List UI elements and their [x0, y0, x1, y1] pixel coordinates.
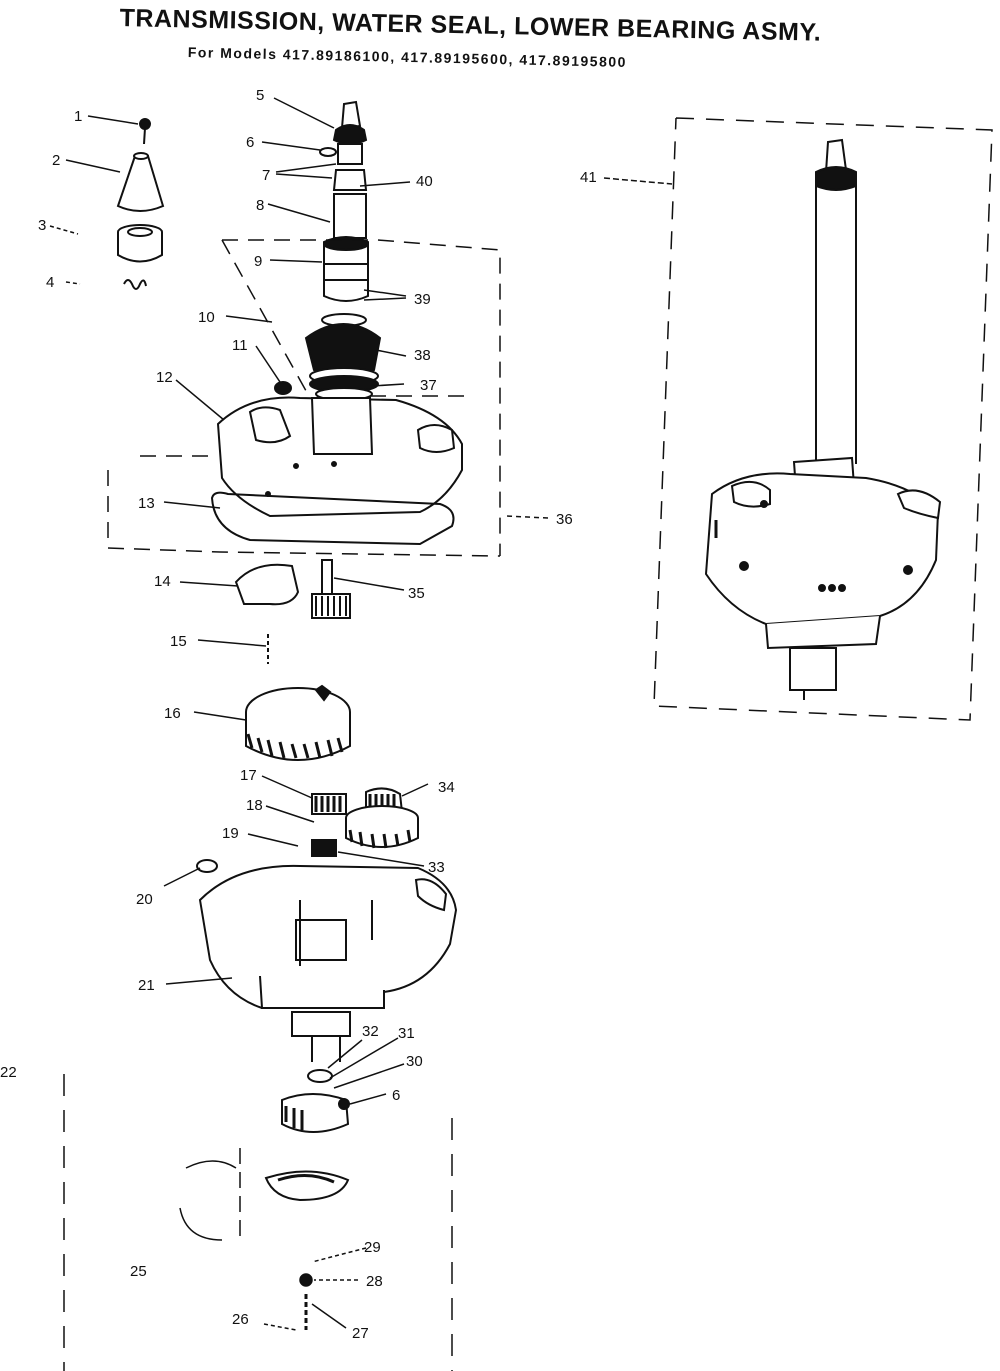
callout-11: 11: [232, 337, 248, 354]
callout-18: 18: [246, 797, 263, 814]
part-1-screw: [139, 118, 151, 145]
part-16-main-gear: [245, 684, 351, 761]
callout-38: 38: [414, 347, 431, 364]
callout-1: 1: [74, 108, 82, 125]
callout-39: 39: [414, 291, 431, 308]
callout-8: 8: [256, 197, 264, 214]
leader-lines: [49, 97, 673, 1331]
callout-14: 14: [154, 573, 171, 590]
callout-41: 41: [580, 169, 597, 186]
part-14-bracket: [234, 563, 300, 664]
part-4-clip: [123, 279, 147, 290]
part-22-lower-bearing-group: [63, 1074, 453, 1371]
assembly-outline-36: [107, 239, 501, 557]
part-2-cap-cone: [116, 152, 165, 212]
callout-36: 36: [556, 511, 573, 528]
callout-3: 3: [38, 217, 46, 234]
part-34-gear: [345, 787, 419, 849]
callout-6-upper: 6: [246, 134, 254, 151]
callout-5: 5: [256, 87, 264, 104]
callout-22: 22: [0, 1064, 17, 1081]
callout-34: 34: [438, 779, 455, 796]
callout-25: 25: [130, 1263, 147, 1280]
callout-32: 32: [362, 1023, 379, 1040]
water-seal-assembly: [304, 313, 382, 401]
callout-15: 15: [170, 633, 187, 650]
callout-17: 17: [240, 767, 257, 784]
part-11-plug: [274, 381, 292, 395]
part-17-gear: [311, 793, 347, 815]
part-41-complete-transmission: [653, 117, 993, 721]
callout-6-lower: 6: [392, 1087, 400, 1104]
callout-labels: 1 2 3 4 5 6 7 8 9 10 11 12 13 14 15 16 1…: [0, 87, 597, 1342]
callout-37: 37: [420, 377, 437, 394]
callout-7: 7: [262, 167, 270, 184]
callout-29: 29: [364, 1239, 381, 1256]
callout-35: 35: [408, 585, 425, 602]
callout-28: 28: [366, 1273, 383, 1290]
callout-4: 4: [46, 274, 54, 291]
lower-shaft-bearing: [281, 1011, 351, 1133]
callout-12: 12: [156, 369, 173, 386]
callout-16: 16: [164, 705, 181, 722]
callout-9: 9: [254, 253, 262, 270]
part-33-pinion: [311, 839, 337, 857]
callout-19: 19: [222, 825, 239, 842]
part-21-lower-housing: [198, 864, 458, 1010]
part-3-bushing: [117, 224, 163, 263]
callout-40: 40: [416, 173, 433, 190]
callout-20: 20: [136, 891, 153, 908]
callout-26: 26: [232, 1311, 249, 1328]
callout-10: 10: [198, 309, 215, 326]
callout-13: 13: [138, 495, 155, 512]
part-35-pinion: [311, 559, 351, 619]
transmission-upper-housing: [210, 396, 463, 546]
callout-21: 21: [138, 977, 155, 994]
callout-30: 30: [406, 1053, 423, 1070]
callout-31: 31: [398, 1025, 415, 1042]
part-20-ring: [196, 859, 218, 873]
callout-27: 27: [352, 1325, 369, 1342]
callout-2: 2: [52, 152, 60, 169]
callout-33: 33: [428, 859, 445, 876]
agitator-shaft: [319, 100, 369, 302]
